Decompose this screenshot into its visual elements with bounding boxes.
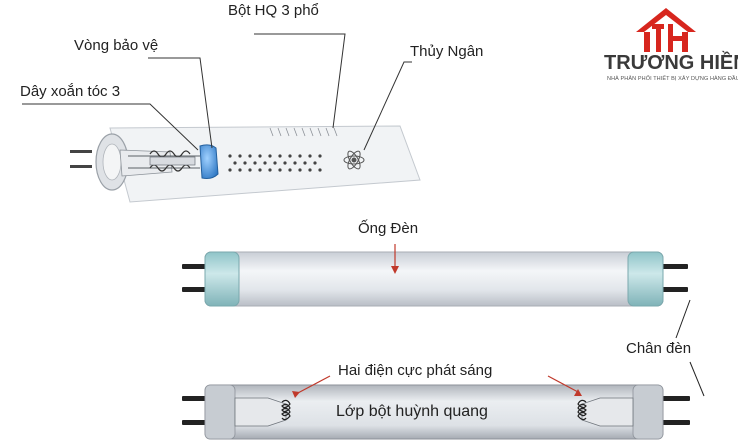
electron-stream bbox=[228, 154, 322, 172]
mid-pin-left-lower bbox=[182, 287, 208, 292]
mid-end-cap-left bbox=[204, 251, 240, 307]
filament-coil-left bbox=[281, 399, 291, 421]
top-pin-lower bbox=[70, 165, 92, 168]
label-phosphor-layer: Lớp bột huỳnh quang bbox=[336, 403, 488, 420]
brand-tagline: NHÀ PHÂN PHỐI THIẾT BỊ XÂY DỰNG HÀNG ĐẦU bbox=[607, 76, 738, 82]
house-th-logo-icon bbox=[636, 8, 696, 52]
brand-name: TRƯƠNG HIỀN bbox=[604, 52, 738, 74]
label-mercury: Thủy Ngân bbox=[410, 43, 484, 60]
bot-pin-right-upper bbox=[660, 396, 690, 401]
cutaway-tube bbox=[22, 33, 421, 203]
label-phosphor-powder: Bột HQ 3 phổ bbox=[228, 2, 319, 19]
top-pin-upper bbox=[70, 150, 92, 153]
mid-glass bbox=[204, 251, 664, 307]
lamp-tube-cross-section bbox=[182, 375, 690, 440]
electrode-left bbox=[234, 397, 287, 427]
label-tube: Ống Đèn bbox=[358, 220, 419, 237]
pin-leader-lines bbox=[675, 299, 705, 397]
electrode-pointer-right bbox=[547, 375, 579, 393]
mercury-atom-icon bbox=[343, 150, 365, 170]
lamp-tube bbox=[182, 244, 688, 307]
mid-pin-right-lower bbox=[660, 287, 688, 292]
bot-pin-left-lower bbox=[182, 420, 208, 425]
bot-pin-right-lower bbox=[660, 420, 690, 425]
coiled-filament bbox=[149, 150, 196, 172]
label-protective-ring: Vòng bảo vệ bbox=[74, 37, 159, 54]
electrode-right bbox=[581, 397, 634, 427]
label-electrodes: Hai điện cực phát sáng bbox=[338, 362, 493, 379]
label-coiled-filament: Dây xoắn tóc 3 bbox=[20, 83, 121, 100]
protective-ring bbox=[199, 144, 219, 179]
filament-coil-right bbox=[577, 399, 587, 421]
mid-pin-right-upper bbox=[660, 264, 688, 269]
phosphor-coating bbox=[269, 127, 338, 137]
bot-pin-left-upper bbox=[182, 396, 208, 401]
mid-end-cap-right bbox=[627, 251, 664, 307]
top-leader-lines bbox=[22, 33, 412, 151]
label-lamp-pins: Chân đèn bbox=[626, 340, 692, 357]
electrode-pointer-left bbox=[295, 375, 331, 395]
mid-pin-left-upper bbox=[182, 264, 208, 269]
